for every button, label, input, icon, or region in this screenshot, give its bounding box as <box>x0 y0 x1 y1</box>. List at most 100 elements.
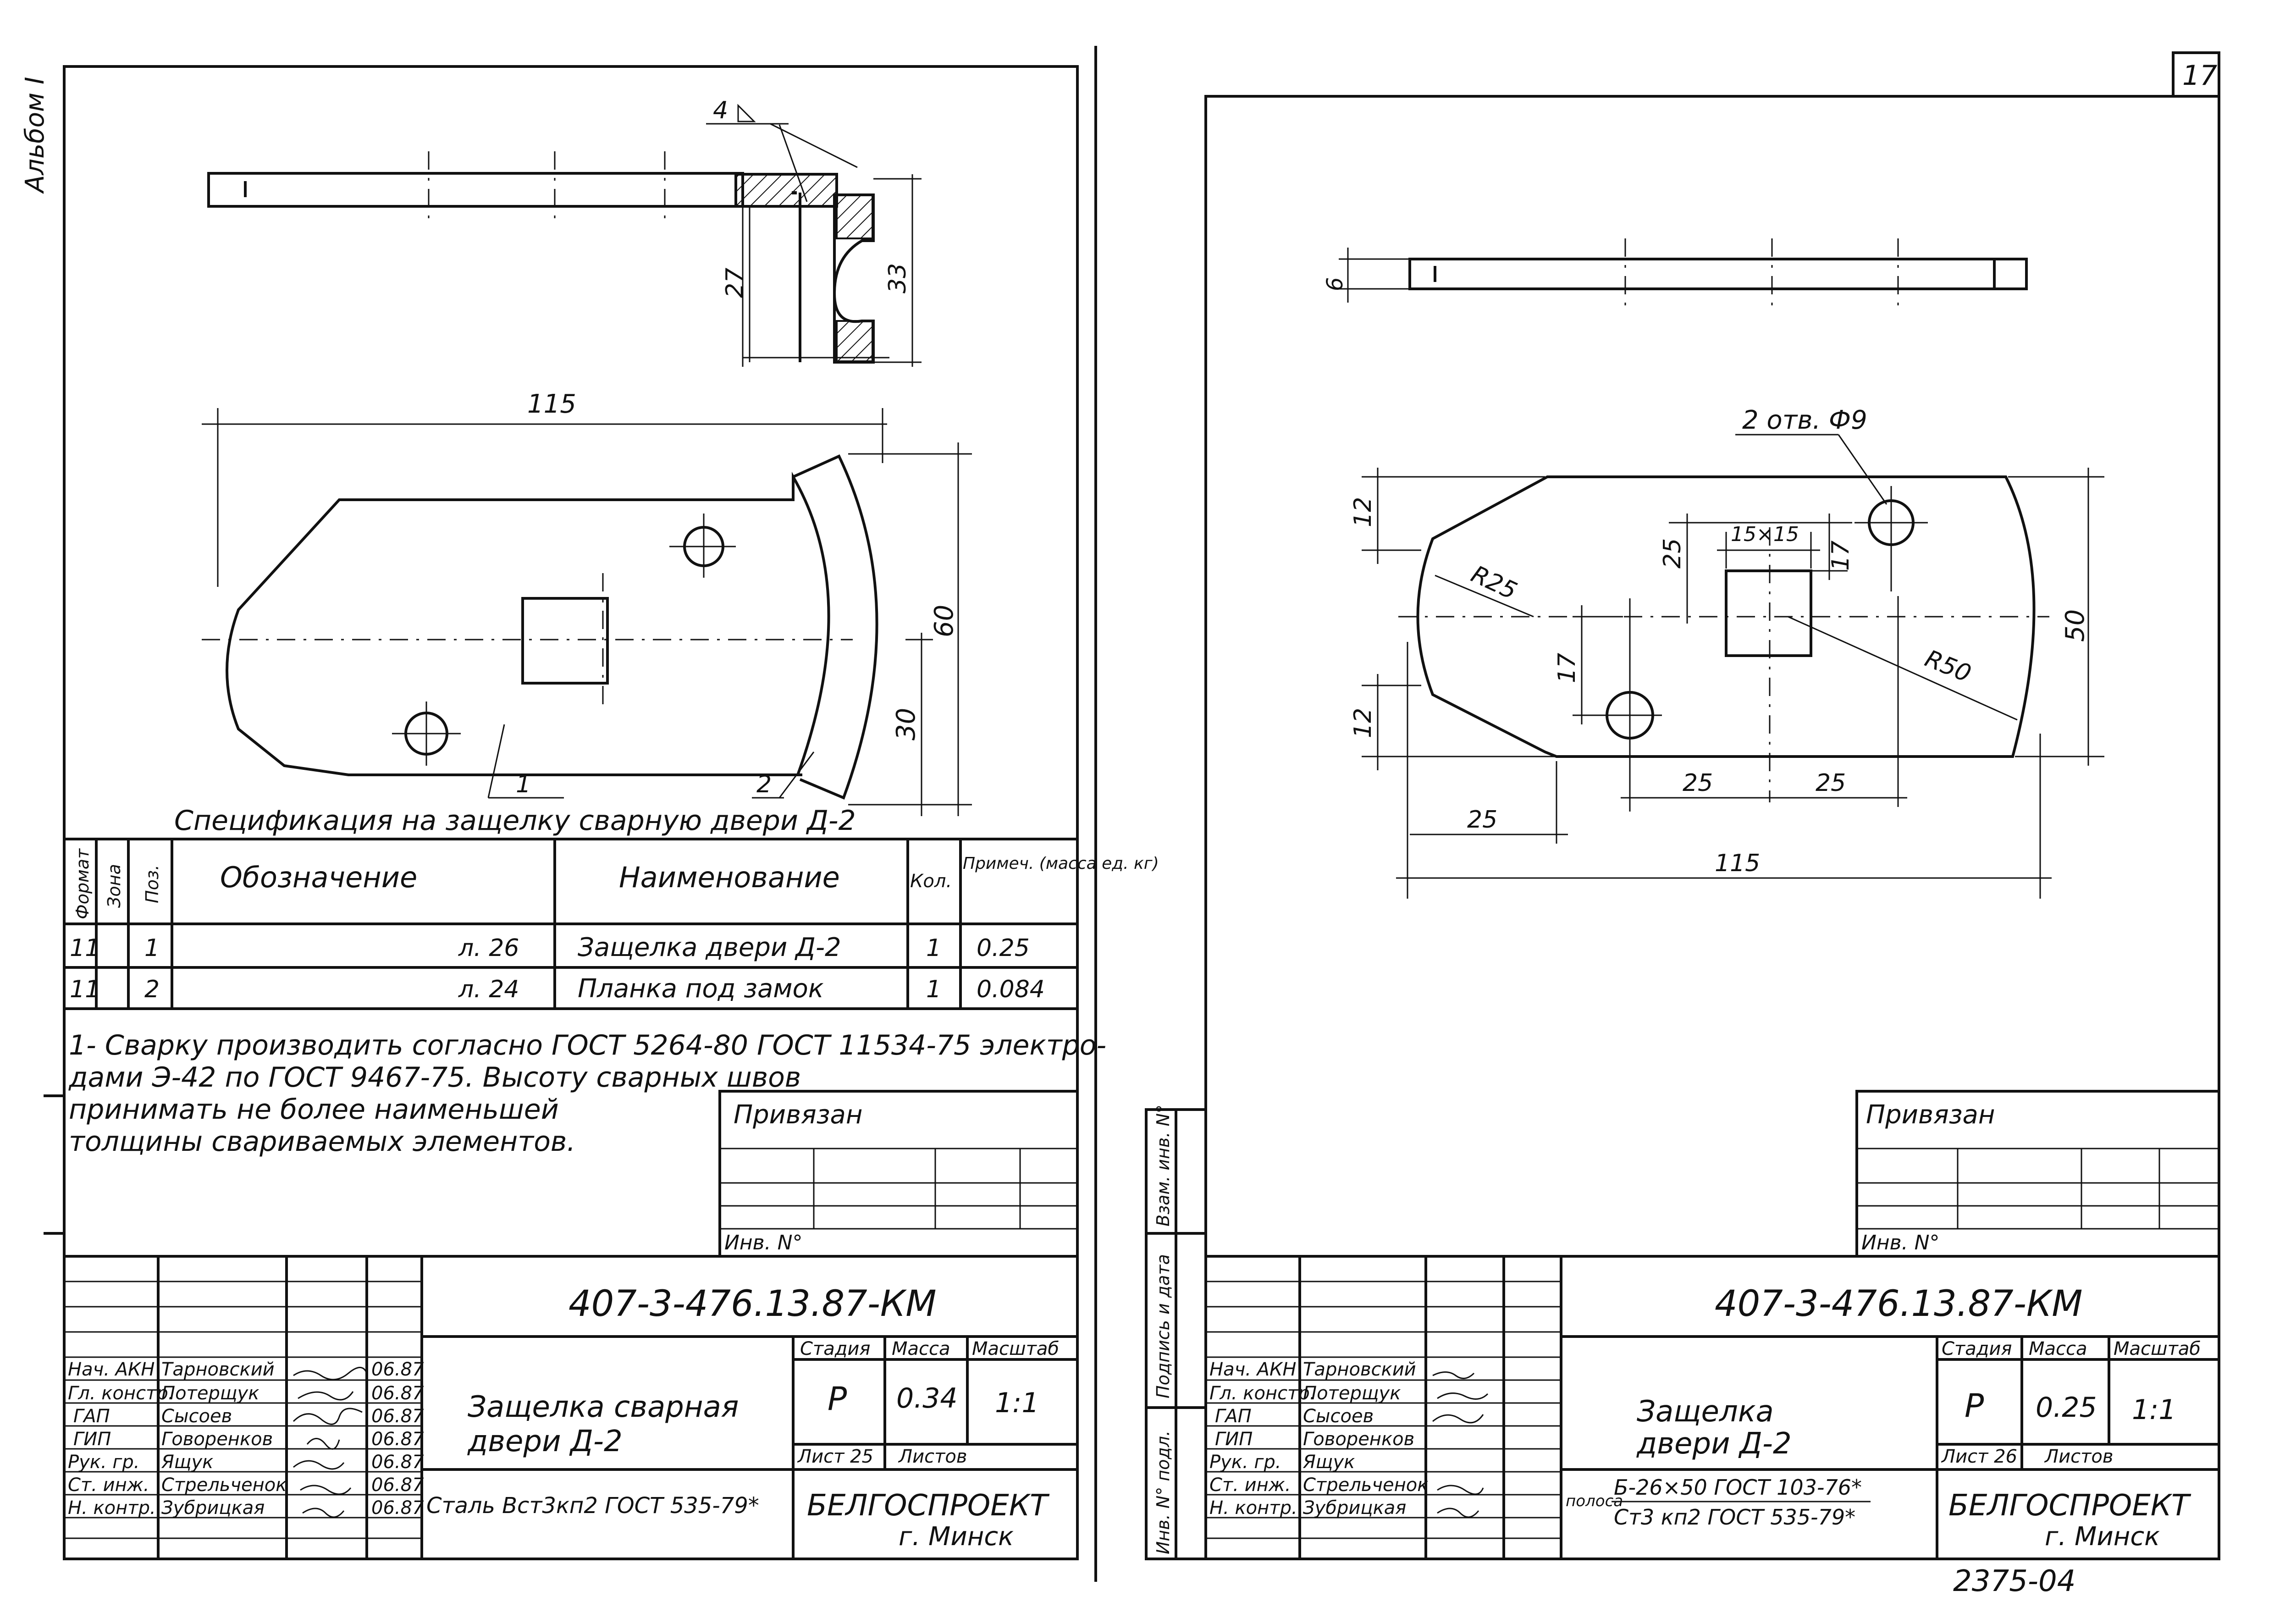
svg-text:Рук. гр.: Рук. гр. <box>1209 1452 1281 1473</box>
svg-text:г. Минск: г. Минск <box>899 1522 1014 1552</box>
stamp-number: 2375-04 <box>1953 1564 2075 1598</box>
svg-text:Тарновский: Тарновский <box>1303 1359 1416 1380</box>
svg-text:11: 11 <box>70 976 100 1003</box>
svg-text:ГАП: ГАП <box>73 1406 110 1427</box>
right-title-block: 407-3-476.13.87-КМ Защелка двери Д-2 пол… <box>1204 1255 2220 1560</box>
svg-text:ГАП: ГАП <box>1215 1406 1252 1427</box>
svg-text:Обозначение: Обозначение <box>220 861 417 894</box>
svg-text:Ст. инж.: Ст. инж. <box>68 1475 149 1496</box>
svg-text:Гл. констр.: Гл. констр. <box>68 1383 174 1404</box>
right-privyazan-block: Привязан Инв. N° <box>1855 1090 2220 1258</box>
svg-text:06.87: 06.87 <box>371 1359 424 1380</box>
svg-text:Масса: Масса <box>892 1338 950 1359</box>
svg-text:25: 25 <box>1683 769 1713 797</box>
svg-text:15×15: 15×15 <box>1731 523 1799 546</box>
svg-text:Р: Р <box>1965 1387 1984 1425</box>
svg-text:1:1: 1:1 <box>995 1387 1039 1419</box>
right-side-strip: Инв. N° подл. Подпись и дата Взам. инв. … <box>1145 1105 1207 1560</box>
svg-text:БЕЛГОСПРОЕКТ: БЕЛГОСПРОЕКТ <box>807 1489 1050 1523</box>
svg-text:Поз.: Поз. <box>142 865 162 903</box>
svg-text:25: 25 <box>1467 806 1497 834</box>
page-number-box <box>2172 51 2220 98</box>
svg-text:Лист 25: Лист 25 <box>797 1446 873 1467</box>
left-plan-view: 115 60 30 1 2 <box>202 389 972 816</box>
dim-115: 115 <box>527 389 576 419</box>
dim-6: 6 <box>1322 277 1348 291</box>
svg-text:Масштаб: Масштаб <box>2114 1338 2201 1359</box>
svg-text:Планка под замок: Планка под замок <box>578 974 824 1004</box>
svg-text:Защелка двери Д-2: Защелка двери Д-2 <box>578 933 841 962</box>
svg-text:11: 11 <box>70 934 100 962</box>
spec-title: Спецификация на защелку сварную двери Д-… <box>174 805 856 837</box>
svg-text:Взам. инв. N°: Взам. инв. N° <box>1153 1105 1173 1226</box>
svg-text:дами Э-42 по ГОСТ 9467-75. Выс: дами Э-42 по ГОСТ 9467-75. Высоту сварны… <box>68 1061 801 1094</box>
right-doc-code: 407-3-476.13.87-КМ <box>1715 1283 2083 1325</box>
holes-label: 2 отв. Ф9 <box>1742 405 1867 435</box>
svg-text:Защелка сварная: Защелка сварная <box>468 1390 739 1424</box>
svg-text:Н. контр.: Н. контр. <box>1209 1497 1297 1519</box>
svg-text:принимать не более наименьшей: принимать не более наименьшей <box>69 1094 559 1126</box>
svg-text:Зона: Зона <box>104 864 124 908</box>
svg-text:0.25: 0.25 <box>977 934 1030 962</box>
leader-pos2: 2 <box>756 771 772 798</box>
svg-text:Говоренков: Говоренков <box>161 1429 273 1450</box>
svg-text:0.34: 0.34 <box>896 1382 958 1414</box>
svg-text:06.87: 06.87 <box>371 1429 424 1450</box>
svg-text:12: 12 <box>1349 497 1377 527</box>
svg-text:Нач. АКН: Нач. АКН <box>68 1359 155 1380</box>
svg-text:Защелка: Защелка <box>1637 1395 1774 1429</box>
svg-text:Лист 26: Лист 26 <box>1941 1446 2017 1467</box>
album-label: Альбом I <box>20 77 50 194</box>
svg-text:1: 1 <box>144 934 160 962</box>
left-privyazan-block: Привязан Инв. N° <box>718 1090 1079 1258</box>
svg-text:л. 24: л. 24 <box>458 976 519 1003</box>
svg-text:Стадия: Стадия <box>1942 1338 2012 1359</box>
svg-text:06.87: 06.87 <box>371 1497 424 1519</box>
svg-text:Наименование: Наименование <box>619 861 840 894</box>
weld-note: 4 <box>713 97 728 124</box>
svg-text:БЕЛГОСПРОЕКТ: БЕЛГОСПРОЕКТ <box>1948 1489 2191 1523</box>
svg-text:1- Сварку производить согласно: 1- Сварку производить согласно ГОСТ 5264… <box>69 1029 1106 1061</box>
svg-text:Говоренков: Говоренков <box>1303 1429 1414 1450</box>
svg-text:г. Минск: г. Минск <box>2045 1522 2160 1552</box>
left-notes: 1- Сварку производить согласно ГОСТ 5264… <box>68 1029 1106 1158</box>
left-title-block: 407-3-476.13.87-КМ Защелка сварная двери… <box>63 1255 1079 1560</box>
svg-text:ГИП: ГИП <box>73 1429 111 1450</box>
svg-text:Формат: Формат <box>72 848 93 919</box>
svg-text:Стадия: Стадия <box>800 1338 870 1359</box>
dim-33: 33 <box>884 263 911 293</box>
svg-text:Стрельченок: Стрельченок <box>161 1475 287 1496</box>
dim-27: 27 <box>721 268 749 298</box>
spec-row: 11 1 л. 26 Защелка двери Д-2 1 0.25 <box>70 933 1030 962</box>
dim-60: 60 <box>929 605 959 637</box>
svg-text:0.25: 0.25 <box>2036 1392 2097 1424</box>
svg-text:Примеч. (масса ед. кг): Примеч. (масса ед. кг) <box>963 854 1159 873</box>
svg-text:Привязан: Привязан <box>1866 1100 1995 1130</box>
signatures <box>1432 1371 1489 1518</box>
svg-text:двери Д-2: двери Д-2 <box>1636 1427 1792 1461</box>
svg-text:Р: Р <box>828 1380 847 1418</box>
svg-text:Ст. инж.: Ст. инж. <box>1209 1475 1291 1496</box>
svg-text:115: 115 <box>1715 850 1760 877</box>
left-spec-table: Спецификация на защелку сварную двери Д-… <box>63 805 1159 1010</box>
svg-text:25: 25 <box>1659 538 1686 569</box>
left-doc-code: 407-3-476.13.87-КМ <box>568 1283 937 1325</box>
svg-text:R50: R50 <box>1921 645 1975 688</box>
left-sheet: Альбом I 27 33 <box>20 65 1159 1560</box>
svg-text:1:1: 1:1 <box>2132 1394 2176 1426</box>
page-number: 17 <box>2182 60 2217 92</box>
signatures <box>293 1367 368 1518</box>
svg-text:Тарновский: Тарновский <box>161 1359 275 1380</box>
svg-text:Зубрицкая: Зубрицкая <box>161 1497 265 1519</box>
leader-pos1: 1 <box>516 771 531 798</box>
svg-text:12: 12 <box>1349 708 1377 738</box>
svg-text:двери Д-2: двери Д-2 <box>467 1425 623 1458</box>
svg-text:Потерщук: Потерщук <box>1303 1383 1401 1404</box>
svg-text:толщины свариваемых элементов.: толщины свариваемых элементов. <box>69 1126 575 1158</box>
svg-text:Потерщук: Потерщук <box>161 1383 259 1404</box>
svg-text:Кол.: Кол. <box>910 871 952 892</box>
svg-text:Инв. N°: Инв. N° <box>1861 1231 1940 1254</box>
spec-row: 11 2 л. 24 Планка под замок 1 0.084 <box>70 974 1045 1004</box>
right-plan-view: 2 отв. Ф9 R25 R50 12 12 25 <box>1349 405 2104 899</box>
